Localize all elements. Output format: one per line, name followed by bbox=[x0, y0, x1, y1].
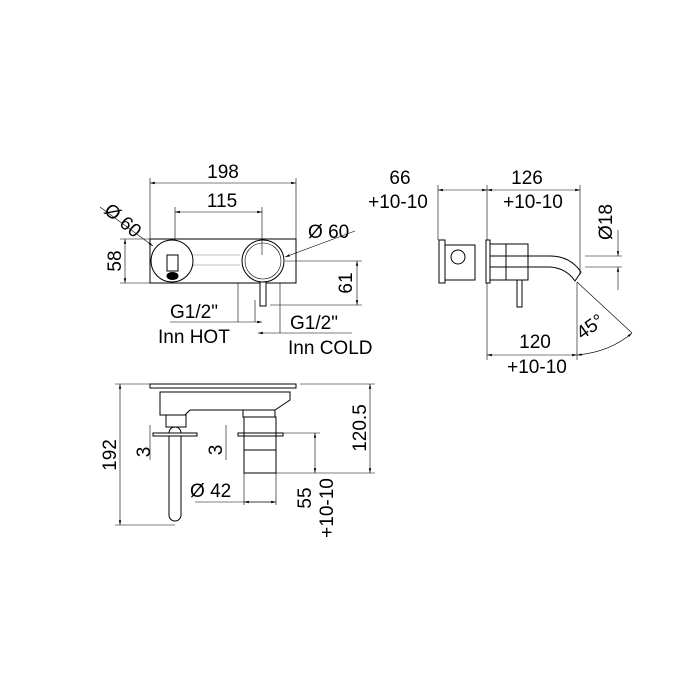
cold-inlet-label: Inn COLD bbox=[288, 338, 372, 359]
dim-115: 115 bbox=[207, 191, 237, 212]
dim-58: 58 bbox=[105, 250, 126, 271]
dim-55: 55 bbox=[295, 487, 316, 508]
dim-diam-left: Ø 60 bbox=[100, 200, 145, 243]
hot-inlet-label: Inn HOT bbox=[158, 327, 230, 348]
dim-66: 66 bbox=[389, 168, 410, 189]
dim-angle: 45° bbox=[573, 310, 609, 344]
dim-55-tol: +10-10 bbox=[317, 478, 338, 538]
side-view: 66 +10-10 126 +10-10 Ø18 120 +10-10 45° bbox=[368, 168, 633, 378]
dim-198: 198 bbox=[207, 162, 239, 183]
dim-120-5: 120.5 bbox=[350, 404, 371, 452]
cold-thread-label: G1/2" bbox=[290, 313, 338, 334]
dim-192: 192 bbox=[100, 439, 121, 471]
dim-diam-right: Ø 60 bbox=[308, 222, 349, 243]
dim-3-left: 3 bbox=[134, 447, 155, 458]
dim-126-tol: +10-10 bbox=[503, 192, 563, 213]
handle-body bbox=[243, 416, 277, 474]
dim-120: 120 bbox=[519, 332, 551, 353]
front-view: 198 115 58 61 Ø 60 Ø 60 G1/2" Inn HOT G1… bbox=[100, 162, 373, 359]
spout bbox=[168, 426, 182, 522]
top-plate bbox=[149, 383, 297, 389]
dim-diam-42: Ø 42 bbox=[190, 481, 231, 502]
top-view: 192 120.5 3 3 Ø 42 55 +10-10 bbox=[100, 383, 375, 538]
dim-61: 61 bbox=[336, 272, 357, 293]
spout-rosette-top bbox=[152, 432, 198, 437]
hot-thread-label: G1/2" bbox=[170, 302, 218, 323]
spout-rosette bbox=[150, 239, 194, 283]
dim-66-tol: +10-10 bbox=[368, 192, 428, 213]
lever bbox=[259, 281, 267, 307]
dim-3-right: 3 bbox=[206, 445, 227, 456]
side-lever bbox=[516, 279, 523, 308]
backplate bbox=[438, 239, 446, 284]
dim-120-tol: +10-10 bbox=[507, 357, 567, 378]
handle-rosette-top bbox=[237, 432, 284, 437]
dim-126: 126 bbox=[511, 168, 543, 189]
handle-rosette bbox=[241, 239, 285, 283]
dim-diam-18: Ø18 bbox=[596, 204, 617, 240]
